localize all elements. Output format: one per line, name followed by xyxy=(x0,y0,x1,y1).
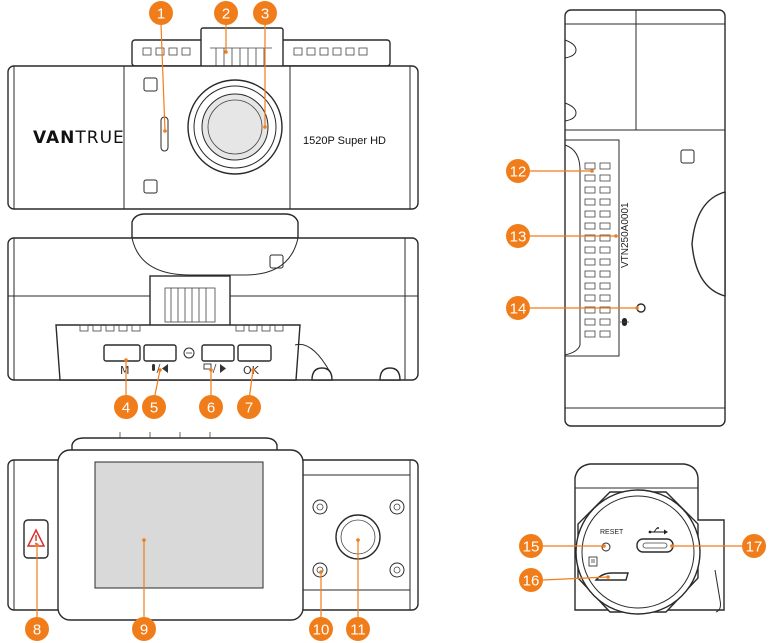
callout-16: 16 xyxy=(519,568,543,592)
svg-text:4: 4 xyxy=(122,400,130,417)
svg-text:11: 11 xyxy=(350,622,366,639)
usb-port[interactable] xyxy=(636,538,674,553)
reset-button[interactable] xyxy=(601,542,611,552)
brand-logo: VANTRUE xyxy=(33,128,125,148)
m-label: M xyxy=(120,364,130,377)
svg-text:5: 5 xyxy=(150,400,158,417)
svg-text:7: 7 xyxy=(245,400,253,417)
callout-14: 14 xyxy=(506,296,530,320)
m-button[interactable] xyxy=(103,344,141,362)
sd-card-icon xyxy=(588,556,598,567)
callout-11: 11 xyxy=(346,617,370,641)
top-view: M OK xyxy=(7,213,419,381)
callout-8: 8 xyxy=(25,617,49,641)
leader-lines xyxy=(35,23,742,620)
mic-rewind-icon xyxy=(152,363,168,374)
back-view xyxy=(7,432,419,621)
svg-text:12: 12 xyxy=(510,164,527,181)
mic-button[interactable] xyxy=(143,344,177,362)
callout-4: 4 xyxy=(114,395,138,419)
mic-icon xyxy=(620,318,629,326)
callout-13: 13 xyxy=(506,224,530,248)
svg-text:10: 10 xyxy=(313,622,330,639)
callout-17: 17 xyxy=(742,534,766,558)
callout-9: 9 xyxy=(132,617,156,641)
callout-10: 10 xyxy=(309,617,333,641)
end-view: RESET xyxy=(574,463,725,615)
svg-text:17: 17 xyxy=(746,539,763,556)
reset-label: RESET xyxy=(600,529,624,536)
sd-card-slot[interactable] xyxy=(594,572,629,581)
callout-7: 7 xyxy=(237,395,261,419)
svg-text:1: 1 xyxy=(157,6,165,23)
callout-2: 2 xyxy=(214,1,238,25)
ir-led xyxy=(312,562,328,578)
svg-text:14: 14 xyxy=(510,301,527,318)
lcd-screen xyxy=(94,461,264,589)
callout-6: 6 xyxy=(199,395,223,419)
svg-text:13: 13 xyxy=(510,229,527,246)
serial-number: VTN250A0001 xyxy=(620,202,631,268)
svg-text:2: 2 xyxy=(222,6,230,23)
svg-text:9: 9 xyxy=(140,622,148,639)
usb-icon xyxy=(648,527,668,535)
svg-text:16: 16 xyxy=(523,573,540,590)
callout-3: 3 xyxy=(253,1,277,25)
svg-text:3: 3 xyxy=(261,6,269,23)
callout-12: 12 xyxy=(506,159,530,183)
photo-button[interactable] xyxy=(201,344,235,362)
side-view: VTN250A0001 xyxy=(564,9,726,427)
vent-slots xyxy=(584,162,611,338)
svg-text:15: 15 xyxy=(523,539,540,556)
front-view: VANTRUE 1520P Super HD xyxy=(7,27,419,210)
callout-15: 15 xyxy=(519,534,543,558)
screen-forward-icon xyxy=(203,363,226,374)
callout-5: 5 xyxy=(142,395,166,419)
callout-1: 1 xyxy=(149,1,173,25)
ok-button[interactable] xyxy=(237,344,272,362)
resolution-label: 1520P Super HD xyxy=(303,135,386,147)
svg-text:6: 6 xyxy=(207,400,215,417)
svg-text:8: 8 xyxy=(33,622,41,639)
screw-icon xyxy=(183,347,195,359)
